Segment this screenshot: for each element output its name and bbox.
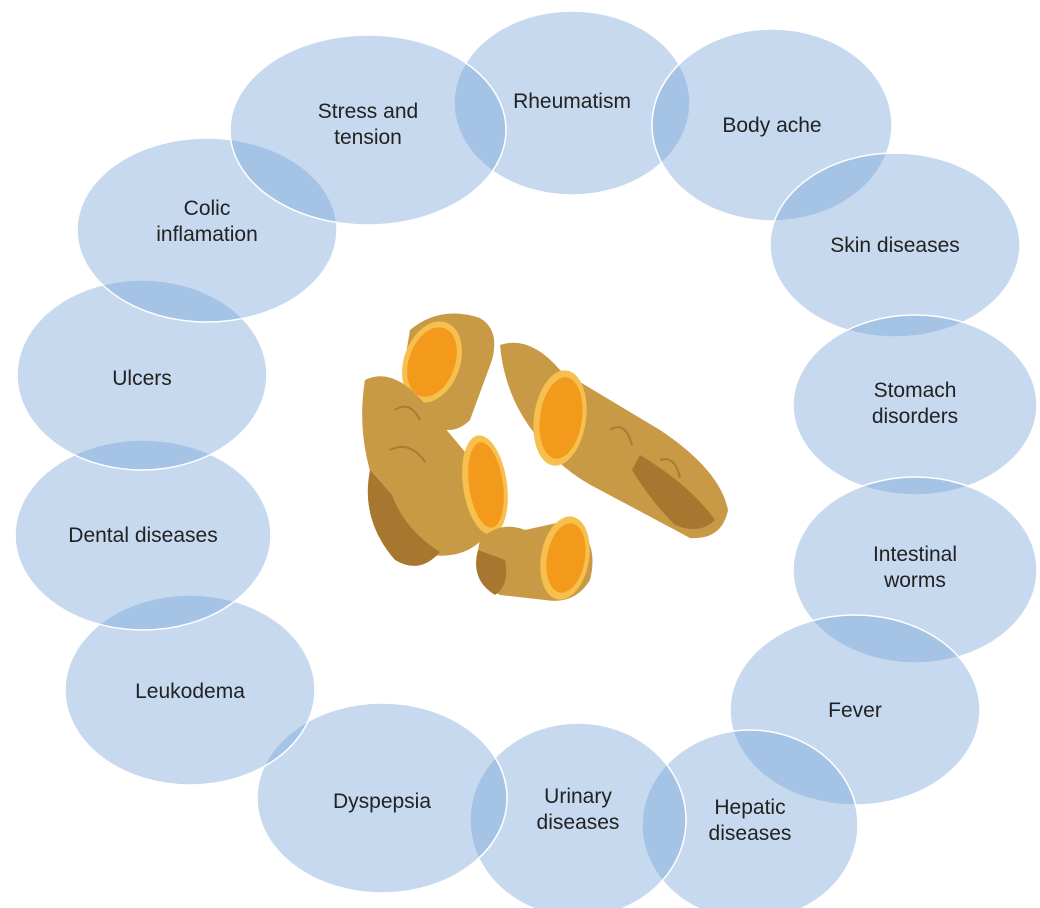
turmeric-root-image: [362, 313, 728, 604]
body-ache-label-line: Body ache: [722, 114, 821, 137]
urinary-diseases-label-line: Urinary: [544, 785, 612, 808]
colic-inflamation-label-line: inflamation: [156, 223, 258, 246]
dental-diseases-label: Dental diseases: [68, 524, 217, 547]
skin-diseases-label: Skin diseases: [830, 234, 960, 257]
stress-and-tension-label-line: Stress and: [318, 100, 418, 123]
hepatic-diseases-label-line: Hepatic: [714, 796, 785, 819]
ulcers-label: Ulcers: [112, 367, 172, 390]
urinary-diseases-label-line: diseases: [537, 811, 620, 834]
dyspepsia-label-line: Dyspepsia: [333, 790, 431, 813]
stomach-disorders-label-line: disorders: [872, 405, 958, 428]
leukodema-label-line: Leukodema: [135, 680, 245, 703]
ulcers-label-line: Ulcers: [112, 367, 172, 390]
fever-label: Fever: [828, 699, 882, 722]
stress-and-tension-label-line: tension: [334, 126, 402, 149]
rheumatism-label-line: Rheumatism: [513, 90, 631, 113]
fever-label-line: Fever: [828, 699, 882, 722]
skin-diseases-label-line: Skin diseases: [830, 234, 960, 257]
body-ache-label: Body ache: [722, 114, 821, 137]
hepatic-diseases-label-line: diseases: [709, 822, 792, 845]
intestinal-worms-label-line: Intestinal: [873, 543, 957, 566]
stomach-disorders-label-line: Stomach: [874, 379, 957, 402]
rheumatism-label: Rheumatism: [513, 90, 631, 113]
bubble-ring: [15, 11, 1037, 908]
leukodema-label: Leukodema: [135, 680, 245, 703]
dyspepsia-label: Dyspepsia: [333, 790, 431, 813]
dental-diseases-label-line: Dental diseases: [68, 524, 217, 547]
intestinal-worms-label-line: worms: [883, 569, 946, 592]
colic-inflamation-label-line: Colic: [184, 197, 231, 220]
